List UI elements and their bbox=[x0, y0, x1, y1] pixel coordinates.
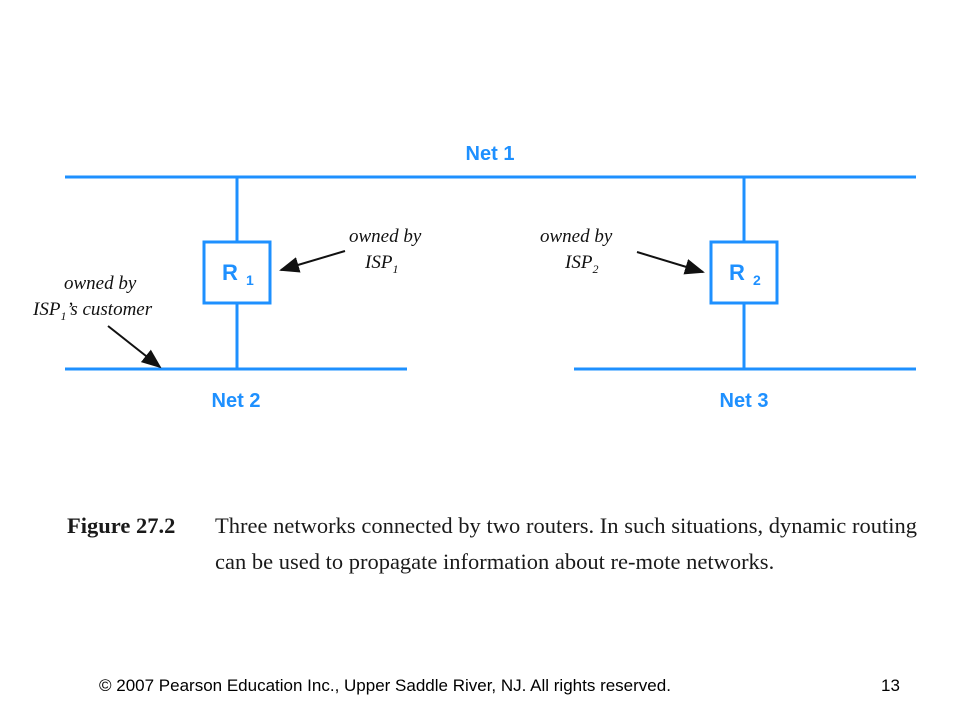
net2-label: Net 2 bbox=[212, 390, 261, 412]
annotation-isp2-line1: owned by bbox=[540, 226, 613, 247]
annotation-isp1-line2: ISP1 bbox=[364, 252, 398, 276]
router-r1-box bbox=[202, 240, 272, 305]
net3-label: Net 3 bbox=[720, 390, 769, 412]
router-r2-label: R bbox=[729, 260, 745, 285]
page-number: 13 bbox=[881, 676, 900, 695]
annotation-isp2-line2: ISP2 bbox=[564, 252, 598, 276]
network-diagram: Net 1 R 1 R 2 Net 2 Net 3 owned by ISP1 … bbox=[32, 143, 916, 412]
router-r1-subscript: 1 bbox=[246, 272, 254, 288]
annotation-isp1-line1: owned by bbox=[349, 226, 422, 247]
router-r1-label: R bbox=[222, 260, 238, 285]
arrow-isp2 bbox=[636, 251, 705, 275]
annotation-customer-line1: owned by bbox=[64, 273, 137, 294]
annotation-customer-line2: ISP1’s customer bbox=[32, 299, 153, 323]
figure-caption-text: Three networks connected by two routers.… bbox=[215, 513, 917, 574]
copyright-notice: © 2007 Pearson Education Inc., Upper Sad… bbox=[99, 676, 671, 695]
arrow-isp1 bbox=[279, 250, 346, 273]
router-r2-subscript: 2 bbox=[753, 272, 761, 288]
figure-caption-label: Figure 27.2 bbox=[67, 513, 176, 538]
arrow-customer bbox=[107, 325, 162, 369]
net1-label: Net 1 bbox=[466, 143, 515, 165]
